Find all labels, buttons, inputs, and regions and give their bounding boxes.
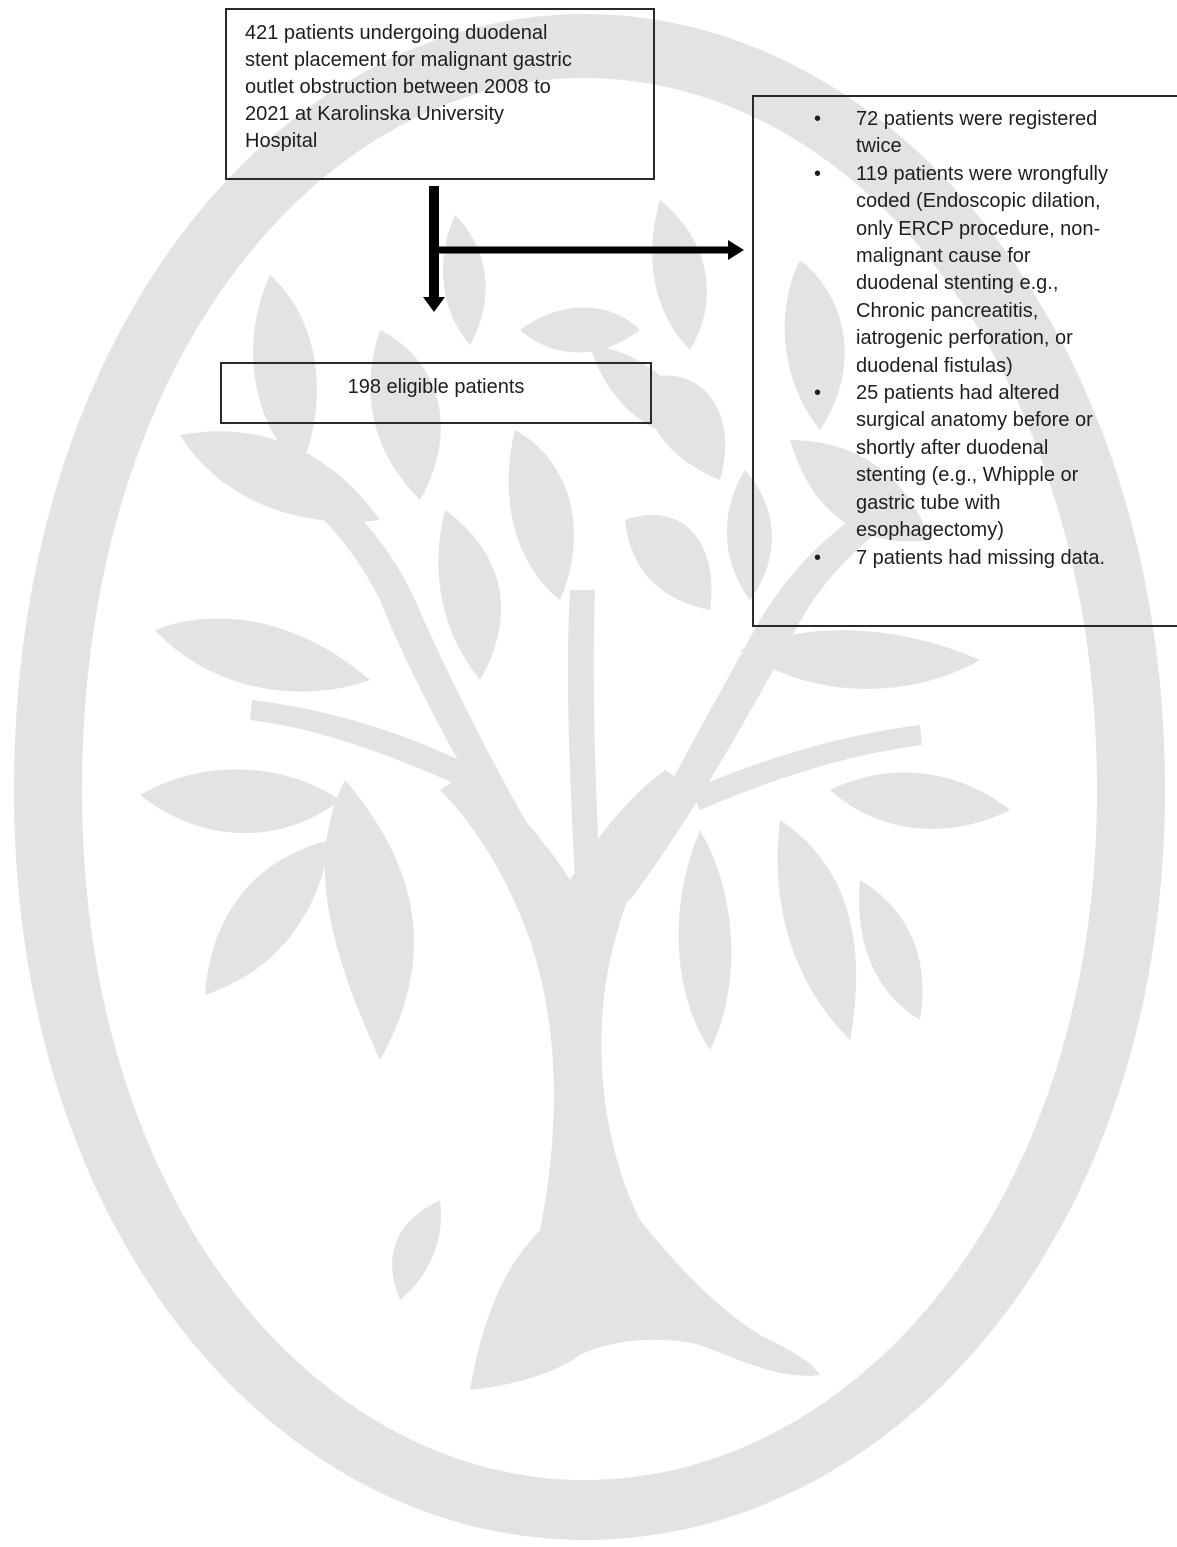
source-population-box: 421 patients undergoing duodenal stent p… (225, 8, 655, 180)
exclusion-item-line: stenting (e.g., Whipple or (856, 462, 1172, 489)
bullet-marker: • (814, 545, 821, 572)
exclusion-item-line: 119 patients were wrongfully (856, 161, 1172, 188)
exclusion-item-line: esophagectomy) (856, 517, 1172, 544)
bullet-marker: • (814, 161, 821, 188)
exclusion-item-line: Chronic pancreatitis, (856, 298, 1172, 325)
bullet-marker: • (814, 106, 821, 133)
exclusion-item-line: duodenal stenting e.g., (856, 270, 1172, 297)
source-line-1: 421 patients undergoing duodenal (245, 20, 639, 47)
exclusion-item-line: 25 patients had altered (856, 380, 1172, 407)
exclusion-item-line: gastric tube with (856, 490, 1172, 517)
exclusion-item-line: duodenal fistulas) (856, 353, 1172, 380)
source-line-5: Hospital (245, 128, 639, 155)
bullet-marker: • (814, 380, 821, 407)
exclusion-item-line: twice (856, 133, 1172, 160)
exclusion-item-registered-twice: • 72 patients were registered twice (754, 106, 1177, 161)
source-line-4: 2021 at Karolinska University (245, 101, 639, 128)
exclusion-item-line: malignant cause for (856, 243, 1172, 270)
exclusion-item-wrongfully-coded: • 119 patients were wrongfully coded (En… (754, 161, 1177, 380)
exclusion-item-line: shortly after duodenal (856, 435, 1172, 462)
eligible-patients-text: 198 eligible patients (348, 376, 525, 398)
exclusion-item-line: 7 patients had missing data. (856, 545, 1172, 572)
exclusion-item-line: iatrogenic perforation, or (856, 325, 1172, 352)
exclusion-item-line: only ERCP procedure, non- (856, 216, 1172, 243)
right-arrow (434, 240, 744, 260)
exclusion-criteria-box: • 72 patients were registered twice • 11… (752, 95, 1177, 627)
exclusion-item-line: 72 patients were registered (856, 106, 1172, 133)
source-line-3: outlet obstruction between 2008 to (245, 74, 639, 101)
exclusion-item-line: coded (Endoscopic dilation, (856, 188, 1172, 215)
exclusion-list: • 72 patients were registered twice • 11… (754, 106, 1177, 572)
exclusion-item-altered-anatomy: • 25 patients had altered surgical anato… (754, 380, 1177, 544)
source-line-2: stent placement for malignant gastric (245, 47, 639, 74)
eligible-patients-box: 198 eligible patients (220, 362, 652, 424)
exclusion-item-missing-data: • 7 patients had missing data. (754, 545, 1177, 572)
exclusion-item-line: surgical anatomy before or (856, 407, 1172, 434)
